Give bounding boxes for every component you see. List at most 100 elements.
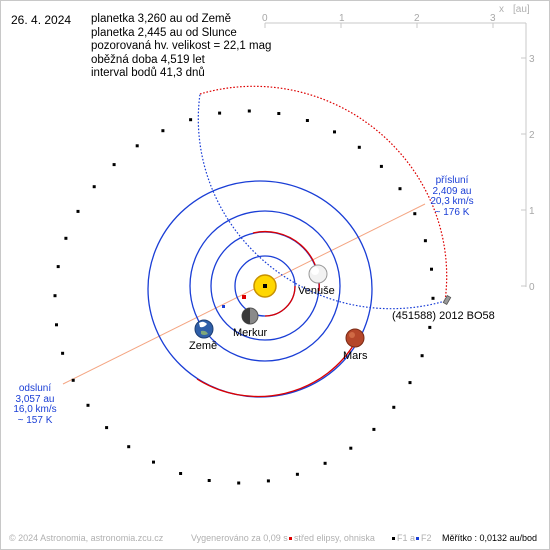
aphelion-distance: 3,057 au xyxy=(15,393,55,405)
legend-f1-text: F1 a xyxy=(397,533,416,543)
orbit-point xyxy=(428,325,432,329)
planet-orbits xyxy=(147,180,373,398)
orbit-point xyxy=(392,405,396,409)
mars-icon[interactable] xyxy=(345,328,365,348)
legend-f2-text: F2 xyxy=(421,533,432,543)
mercury-orbit-red xyxy=(264,285,296,317)
point-interval: interval bodů 41,3 dnů xyxy=(91,67,205,80)
apsis-line xyxy=(62,203,426,385)
orbit-point xyxy=(323,461,327,465)
orbit-point xyxy=(64,236,68,240)
orbit-point xyxy=(430,267,433,271)
orbit-point xyxy=(372,427,376,431)
orbit-point xyxy=(408,381,412,385)
earth-orbit xyxy=(189,210,341,362)
orbit-point xyxy=(305,119,309,122)
earth-icon[interactable] xyxy=(194,319,214,339)
copyright-text: © 2024 Astronomia, astronomia.zcu.cz xyxy=(9,533,164,543)
red-square-icon xyxy=(289,537,292,541)
aphelion-temperature: ~ 157 K xyxy=(17,414,53,426)
perihelion-info: přísluní 2,409 au 20,3 km/s ~ 176 K xyxy=(426,175,478,218)
ellipse-center-marker xyxy=(242,295,246,299)
asteroid-orbit-blue xyxy=(197,93,446,310)
orbit-point xyxy=(161,129,165,133)
earth-label: Země xyxy=(189,340,218,352)
perihelion-speed: 20,3 km/s xyxy=(430,196,474,207)
generated-time: Vygenerováno za 0,09 s xyxy=(191,533,288,543)
orbit-point xyxy=(207,479,211,482)
asteroid-label: (451588) 2012 BO58 xyxy=(392,310,495,322)
orbit-point xyxy=(135,144,139,148)
orbit-point xyxy=(86,403,90,407)
orbit-point xyxy=(76,209,80,213)
perihelion-temperature: ~ 176 K xyxy=(434,206,470,218)
y-tick-label: 2 xyxy=(529,130,535,141)
mars-label: Mars xyxy=(343,350,368,362)
y-tick-label: 0 xyxy=(529,282,535,293)
orbit-point xyxy=(295,472,299,476)
orbit-point xyxy=(379,164,383,168)
y-tick-label: 3 xyxy=(529,54,535,65)
orbit-point xyxy=(92,185,96,189)
x-tick-label: 0 xyxy=(262,13,268,24)
black-square-icon xyxy=(392,537,395,541)
orbit-point xyxy=(423,239,427,243)
info-panel: planetka 3,260 au od Země planetka 2,445… xyxy=(91,13,271,81)
orbit-point xyxy=(61,351,65,355)
scale-text: Měřítko : 0,0132 au/bod xyxy=(442,533,538,543)
orbit-point xyxy=(55,323,58,327)
aphelion-title: odsluní xyxy=(18,383,52,394)
mercury-label: Merkur xyxy=(233,327,268,339)
x-tick-label: 3 xyxy=(490,13,496,24)
orbit-point xyxy=(189,118,193,122)
perihelion-title: přísluní xyxy=(435,175,469,186)
orbit-point xyxy=(237,481,241,485)
orbital-period: oběžná doba 4,519 let xyxy=(91,53,205,66)
orbit-point xyxy=(179,472,183,475)
orbit-point xyxy=(247,109,251,113)
mercury-icon[interactable] xyxy=(241,307,259,325)
orbit-point xyxy=(333,130,336,134)
aphelion-speed: 16,0 km/s xyxy=(13,404,57,415)
orbit-point xyxy=(71,378,75,382)
orbit-point xyxy=(112,163,116,167)
x-tick-label: 1 xyxy=(339,13,345,24)
orbit-point xyxy=(277,112,281,115)
legend-center: střed elipsy, ohniska xyxy=(287,533,375,543)
distance-from-sun: planetka 2,445 au od Slunce xyxy=(91,26,237,39)
distance-from-earth: planetka 3,260 au od Země xyxy=(91,13,232,25)
legend-center-text: střed elipsy, ohniska xyxy=(294,533,375,543)
y-tick-label: 1 xyxy=(529,206,535,217)
asteroid-orbit-points xyxy=(53,109,435,485)
date-label: 26. 4. 2024 xyxy=(11,13,72,27)
asteroid-orbit xyxy=(197,85,448,310)
orbit-point xyxy=(420,354,424,358)
x-tick-label: 2 xyxy=(414,13,420,24)
legend-f2: F2 xyxy=(414,533,432,543)
asteroid-icon[interactable] xyxy=(442,294,452,306)
perihelion-distance: 2,409 au xyxy=(432,185,472,197)
focus-f2-marker xyxy=(222,305,225,308)
orbit-point xyxy=(431,296,435,300)
orbit-point xyxy=(398,187,402,191)
units-label: [au] xyxy=(513,4,530,15)
orbit-point xyxy=(105,426,109,430)
orbit-point xyxy=(413,212,417,216)
observed-magnitude: pozorovaná hv. velikost = 22,1 mag xyxy=(91,40,272,53)
venus-icon[interactable] xyxy=(308,264,328,284)
orbit-point xyxy=(357,145,361,149)
orbit-point xyxy=(53,294,57,298)
close-button[interactable]: x xyxy=(499,4,504,15)
asteroid-orbit-red xyxy=(199,85,448,302)
blue-square-icon xyxy=(416,537,419,541)
aphelion-info: odsluní 3,057 au 16,0 km/s ~ 157 K xyxy=(9,383,61,426)
legend-f1: F1 a xyxy=(390,533,415,543)
orbit-point xyxy=(127,445,131,449)
venus-label: Venuše xyxy=(298,285,335,297)
mars-orbit-red xyxy=(196,340,357,398)
orbit-point xyxy=(266,479,270,483)
orbit-point xyxy=(349,446,353,450)
orbit-point xyxy=(218,111,222,115)
